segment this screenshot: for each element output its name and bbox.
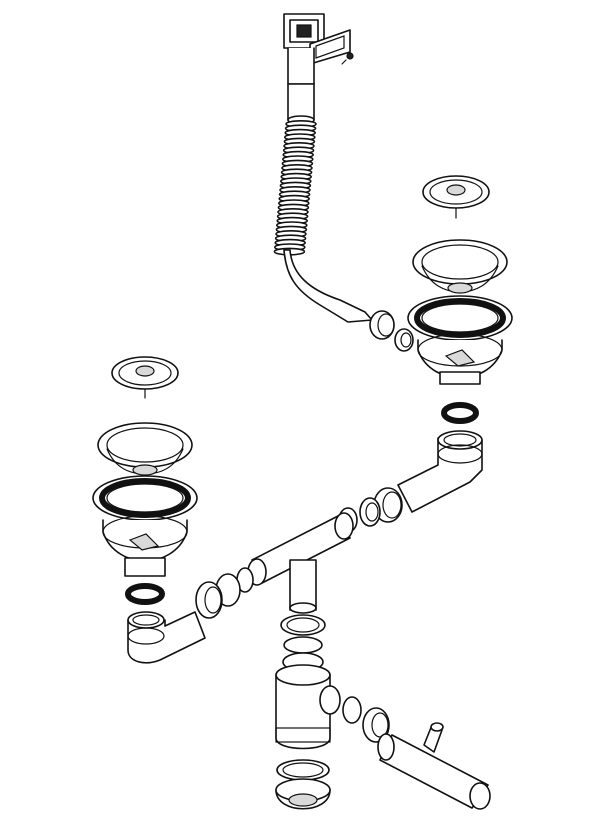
strainer-cap-right (422, 175, 490, 219)
left-elbow (127, 611, 206, 664)
strainer-basket-left (92, 422, 198, 605)
right-elbow (397, 430, 483, 513)
outlet-pipe (377, 722, 491, 810)
bottle-trap (275, 614, 390, 810)
strainer-basket-right (407, 239, 513, 424)
main-tube (195, 512, 354, 619)
overflow-cover (283, 13, 354, 85)
screw-icon (341, 52, 354, 65)
hose-nut (369, 310, 414, 352)
strainer-cap-left (111, 356, 179, 399)
overflow-hose (273, 83, 373, 323)
